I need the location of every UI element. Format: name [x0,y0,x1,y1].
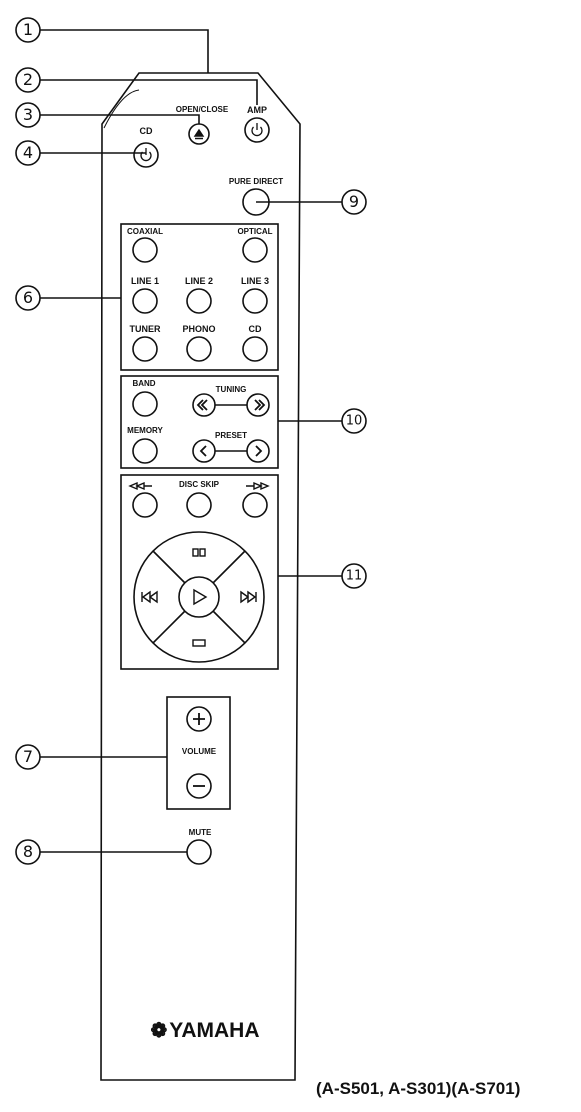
callout-4: 4 [22,143,34,162]
preset-label: PRESET [214,431,248,440]
optical-label: OPTICAL [237,227,273,236]
plus-icon [193,713,205,725]
volume-up-button[interactable] [186,706,212,732]
eject-icon [193,128,205,140]
callout-6: 6 [22,288,34,307]
model-caption: (A-S501, A-S301)(A-S701) [316,1079,521,1098]
leader-line-2 [40,79,258,105]
stop-icon [192,639,206,647]
tuning-label: TUNING [215,385,247,394]
callout-2-circle [15,67,41,93]
remote-body-inner-curve [103,89,140,129]
callout-2: 2 [22,70,34,89]
band-label: BAND [132,379,156,388]
cd-power-button[interactable] [133,142,159,168]
tuning-up-icon [254,399,266,411]
callout-8-circle [15,839,41,865]
tuner-label: TUNER [129,324,161,334]
leader-line-3 [40,114,200,124]
tuning-fork-logo-icon: ❁ [150,1020,168,1042]
mute-button[interactable] [186,839,212,865]
tuning-down-button[interactable] [192,393,216,417]
input-selector-panel [120,223,279,371]
mute-label: MUTE [188,828,212,837]
coaxial-button[interactable] [132,237,158,263]
callout-11: 11 [345,568,363,584]
callout-7-circle [15,744,41,770]
callout-7: 7 [22,747,34,766]
phono-button[interactable] [186,336,212,362]
pure-direct-label: PURE DIRECT [228,177,284,186]
pause-icon-bar [199,548,206,557]
line3-button[interactable] [242,288,268,314]
leader-line-1 [40,29,209,73]
disc-skip-label: DISC SKIP [178,480,220,489]
pause-icon [192,548,199,557]
callout-3-circle [15,102,41,128]
yamaha-logo: ❁YAMAHA [151,1018,260,1043]
play-button[interactable] [178,576,220,618]
transport-dpad [133,531,265,663]
callout-6-circle [15,285,41,311]
preset-down-button[interactable] [192,439,216,463]
memory-button[interactable] [132,438,158,464]
memory-label: MEMORY [127,426,163,435]
cd-input-button[interactable] [242,336,268,362]
callout-8: 8 [22,842,34,861]
tuning-down-icon [196,399,208,411]
band-button[interactable] [132,391,158,417]
callout-10: 10 [345,413,363,429]
open-close-label: OPEN/CLOSE [175,105,229,114]
amp-label: AMP [247,105,267,115]
pure-direct-button[interactable] [242,188,270,216]
amp-power-button[interactable] [244,117,270,143]
cd-power-label: CD [139,126,153,136]
callout-10-circle [341,408,367,434]
volume-down-button[interactable] [186,773,212,799]
callout-1: 1 [22,20,34,39]
callout-9-circle [341,189,367,215]
callout-9: 9 [348,192,360,211]
brand-name: YAMAHA [169,1019,260,1042]
cd-input-label: CD [248,324,262,334]
volume-panel [166,696,231,810]
optical-button[interactable] [242,237,268,263]
remote-body-outline [100,72,301,1081]
open-close-button[interactable] [188,123,210,145]
line1-label: LINE 1 [130,276,160,286]
play-icon [193,588,208,606]
line3-label: LINE 3 [240,276,270,286]
tuner-button[interactable] [132,336,158,362]
preset-up-button[interactable] [246,439,270,463]
line1-button[interactable] [132,288,158,314]
dpad-divider [152,550,246,644]
line2-label: LINE 2 [184,276,214,286]
disc-next-button[interactable] [242,492,268,518]
line2-button[interactable] [186,288,212,314]
disc-panel [120,474,279,670]
disc-skip-button[interactable] [186,492,212,518]
disc-prev-button[interactable] [132,492,158,518]
preset-down-icon [199,445,207,457]
callout-3: 3 [22,105,34,124]
callout-11-circle [341,563,367,589]
forward-icon [246,481,270,491]
rewind-icon [128,481,152,491]
phono-label: PHONO [182,324,216,334]
preset-up-icon [255,445,263,457]
coaxial-label: COAXIAL [127,227,163,236]
callout-4-circle [15,140,41,166]
tuner-panel [120,375,279,469]
volume-label: VOLUME [181,747,217,756]
skip-forward-icon [240,590,257,604]
tuning-up-button[interactable] [246,393,270,417]
power-icon [140,148,152,162]
power-icon [251,123,263,137]
skip-back-icon [141,590,158,604]
callout-1-circle [15,17,41,43]
